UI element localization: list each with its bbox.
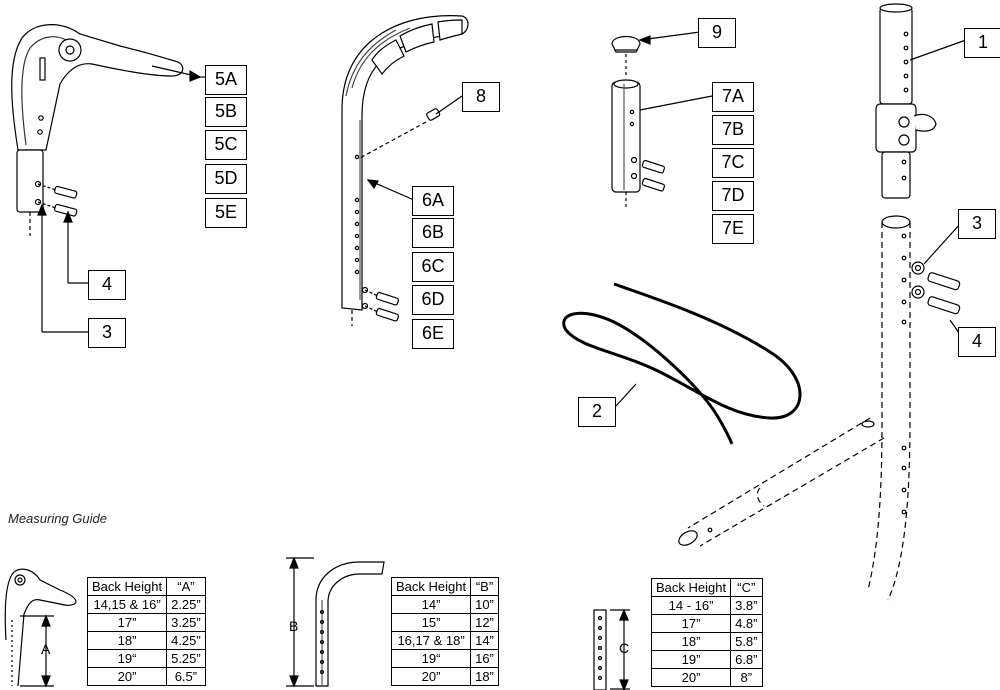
table-row: 19“16” [390,649,499,668]
callout-4-right: 4 [958,327,996,357]
callout-8: 8 [462,82,500,112]
table-cell: 18” [650,632,732,651]
table-cell: 14” [390,595,472,614]
table-header-row: Back Height “A” [86,577,206,596]
dimension-label-a: A [41,641,51,657]
table-row: 20”18” [390,667,499,686]
table-cell: 17” [86,613,168,632]
table-cell: 2.25” [166,595,206,614]
table-a: Back Height “A” 14,15 & 16”2.25” 17”3.25… [86,577,206,686]
table-cell: 4.25” [166,631,206,650]
table-cell: 5.25” [166,649,206,668]
measuring-guide-title: Measuring Guide [8,511,107,526]
table-cell: 3.25” [166,613,206,632]
callout-7a: 7A [712,82,754,112]
callout-9: 9 [698,18,736,48]
lower-tube-assembly [678,215,965,601]
guide-sketch-b [286,556,385,688]
table-cell: 8” [730,668,763,687]
table-row: 17”4.8” [650,614,763,633]
callout-2: 2 [578,397,616,427]
callout-6c: 6C [412,252,454,282]
table-row: 18”4.25” [86,631,206,650]
table-cell: 20” [650,668,732,687]
table-cell: 12” [470,613,499,632]
callout-5e: 5E [205,198,247,228]
callout-7c: 7C [712,148,754,178]
table-cell: 6.5” [166,667,206,686]
callout-6d: 6D [412,285,454,315]
table-header: Back Height [650,578,732,597]
upper-tube-1 [875,3,967,199]
table-cell: 14 - 16” [650,596,732,615]
guide-sketch-c [593,608,630,690]
callout-6a: 6A [412,186,454,216]
table-row: 19”6.8” [650,650,763,669]
table-cell: 19” [650,650,732,669]
back-cane-6 [341,15,469,326]
table-row: 14,15 & 16”2.25” [86,595,206,614]
callout-7d: 7D [712,181,754,211]
table-header-row: Back Height “C” [650,578,763,597]
table-cell: 4.8” [730,614,763,633]
table-cell: 3.8” [730,596,763,615]
callout-3-right: 3 [958,209,996,239]
cord-2 [562,282,802,445]
table-cell: 10” [470,595,499,614]
table-cell: 14,15 & 16” [86,595,168,614]
receiver-7 [611,31,713,210]
table-cell: 5.8” [730,632,763,651]
callout-1: 1 [964,28,1000,58]
callout-5d: 5D [205,164,247,194]
callout-6e: 6E [412,319,454,349]
table-row: 17”3.25” [86,613,206,632]
table-cell: 19“ [390,649,472,668]
table-row: 20”6.5” [86,667,206,686]
callout-7b: 7B [712,115,754,145]
callout-6b: 6B [412,218,454,248]
table-row: 15”12” [390,613,499,632]
table-row: 14 - 16”3.8” [650,596,763,615]
callout-5c: 5C [205,130,247,160]
push-handle-5 [11,24,205,333]
callout-4-left: 4 [88,270,126,300]
callout-5a: 5A [205,65,247,95]
table-row: 16,17 & 18”14” [390,631,499,650]
table-header: “B” [470,577,499,596]
table-cell: 20” [390,667,472,686]
table-cell: 20” [86,667,168,686]
table-row: 14”10” [390,595,499,614]
table-row: 19“5.25” [86,649,206,668]
table-cell: 18” [86,631,168,650]
table-cell: 14” [470,631,499,650]
guide-sketch-a [4,568,77,688]
table-header-row: Back Height “B” [390,577,499,596]
callout-5b: 5B [205,97,247,127]
table-cell: 15” [390,613,472,632]
table-header: “A” [166,577,206,596]
table-cell: 18” [470,667,499,686]
callout-3-left: 3 [88,318,126,348]
table-header: Back Height [86,577,168,596]
table-cell: 6.8” [730,650,763,669]
table-cell: 19“ [86,649,168,668]
table-row: 18”5.8” [650,632,763,651]
table-cell: 16” [470,649,499,668]
callout-7e: 7E [712,214,754,244]
table-header: “C” [730,578,763,597]
table-cell: 17” [650,614,732,633]
table-b: Back Height “B” 14”10” 15”12” 16,17 & 18… [390,577,499,686]
dimension-label-c: C [619,640,630,656]
table-c: Back Height “C” 14 - 16”3.8” 17”4.8” 18”… [650,578,763,687]
dimension-label-b: B [289,618,299,634]
table-header: Back Height [390,577,472,596]
table-cell: 16,17 & 18” [390,631,472,650]
table-row: 20”8” [650,668,763,687]
